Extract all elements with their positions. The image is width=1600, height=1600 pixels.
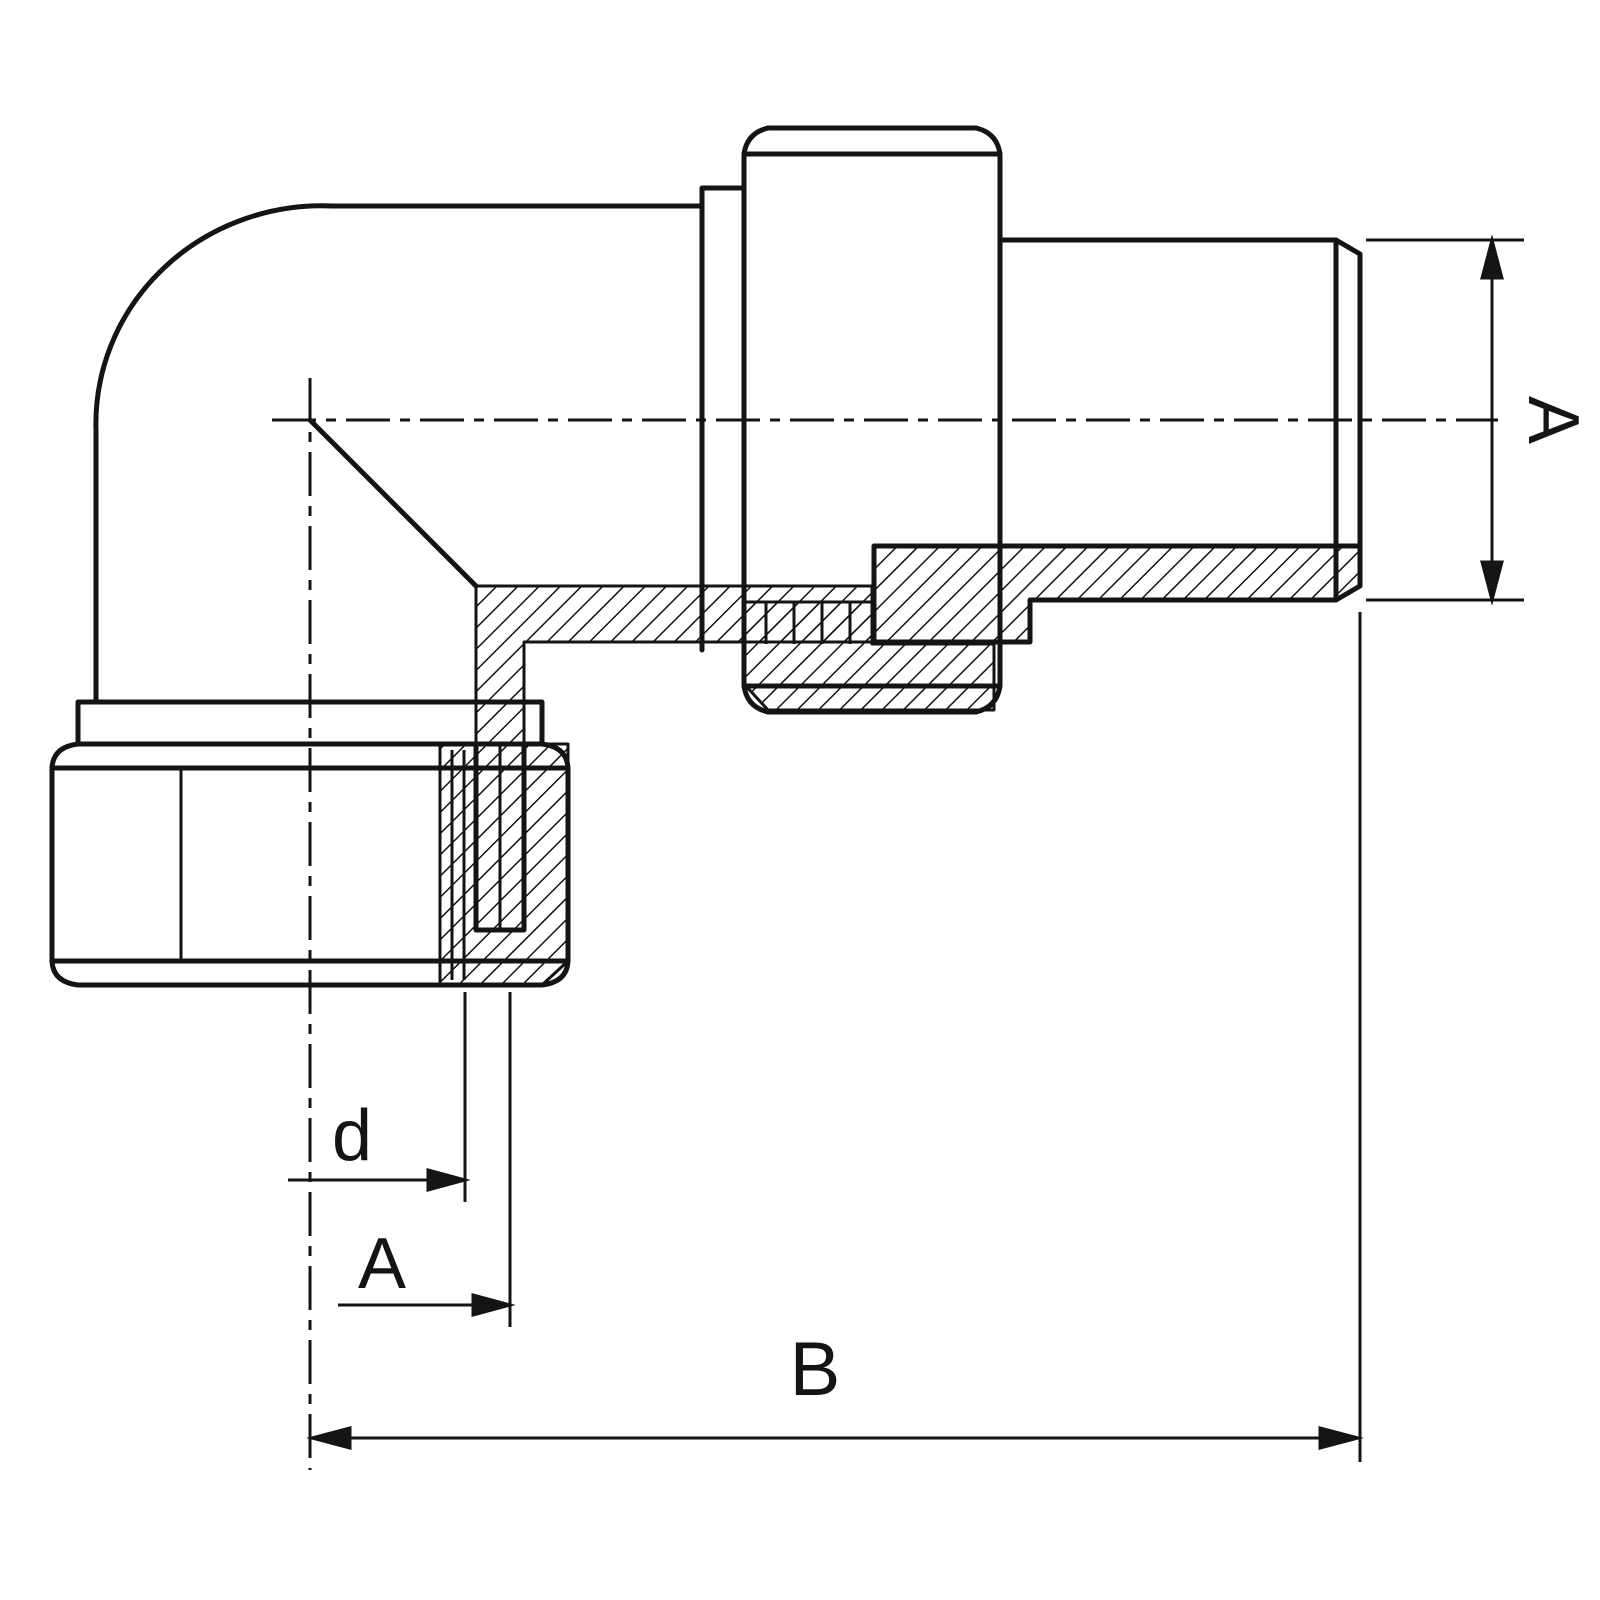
nut-right-chamfer-arc	[741, 683, 771, 715]
dimension-b: B	[306, 612, 1364, 1462]
nut-bottom-chamfer-arc	[49, 958, 81, 988]
arrowhead-up	[1480, 234, 1504, 280]
arrowhead-right	[426, 1168, 471, 1192]
arrowhead-left	[306, 1426, 352, 1450]
section-boundary-diagonal	[307, 417, 479, 589]
section-hatching	[438, 544, 1362, 987]
dim-label-d: d	[332, 1096, 372, 1176]
nut-bottom-chamfer-arc	[539, 741, 571, 771]
nut-right-chamfer-arc	[973, 125, 1003, 157]
arrowhead-right	[1318, 1426, 1364, 1450]
male-adapter-right	[871, 237, 1363, 645]
dimension-a-bottom: A	[338, 992, 516, 1327]
dim-label-a-right: A	[1513, 396, 1593, 444]
centerlines	[272, 378, 1498, 1470]
nut-right-thread-lines	[764, 602, 852, 644]
arrowhead-down	[1480, 560, 1504, 606]
male-adapter-right-section	[872, 544, 1362, 644]
dimension-a-right: A	[1366, 234, 1593, 606]
nut-bottom-chamfer-arc	[49, 741, 81, 771]
nut-bottom-chamfer-arc	[539, 958, 571, 988]
adapter-right-outline	[871, 237, 1363, 645]
nut-right-chamfer-arc	[741, 125, 771, 157]
elbow-outer-profile	[93, 203, 705, 705]
union-nut-bottom	[49, 741, 571, 988]
elbow-body	[75, 185, 747, 933]
arrowhead-right	[471, 1293, 516, 1317]
dim-label-b: B	[790, 1327, 841, 1412]
nut-bottom-detail-lines	[179, 744, 502, 980]
dim-label-a-bottom: A	[358, 1224, 406, 1304]
nut-bottom-section	[438, 742, 570, 987]
union-nut-right	[741, 125, 1003, 715]
dimension-d: d	[288, 992, 471, 1202]
pipe-collar-bottom	[75, 699, 545, 747]
nut-right-chamfer-arc	[973, 683, 1003, 715]
